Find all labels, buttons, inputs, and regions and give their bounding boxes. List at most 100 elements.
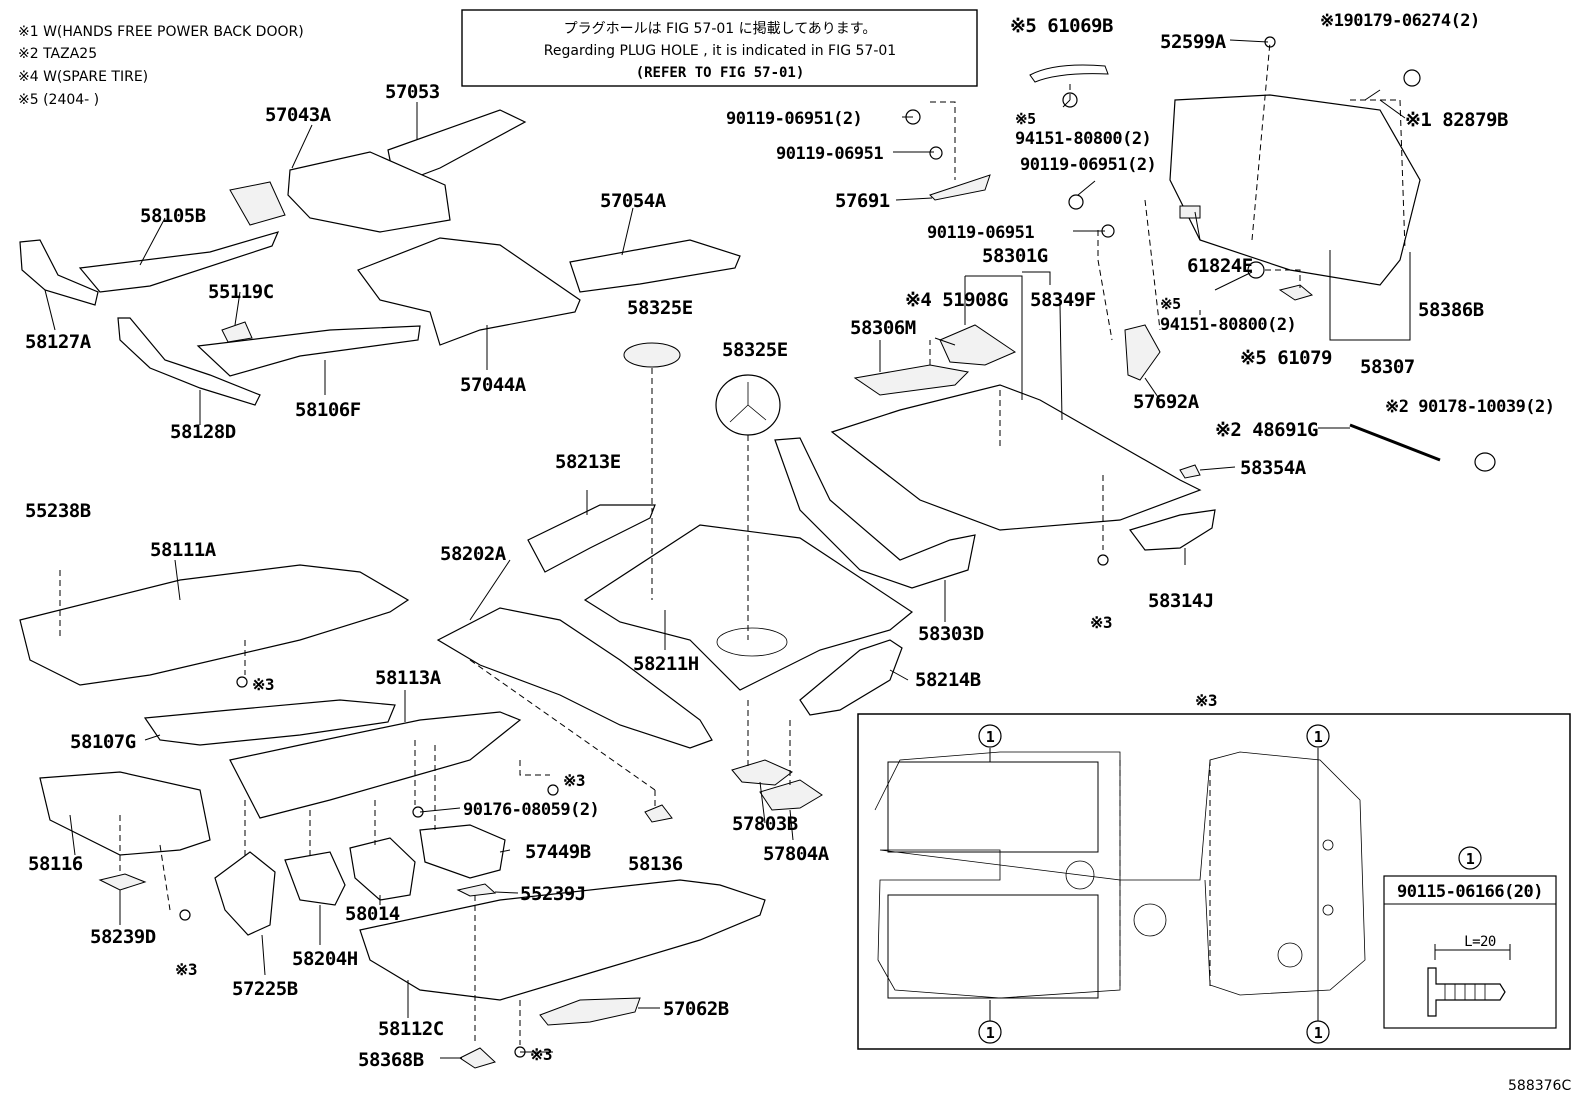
label-90179-06274: ※190179-06274(2) — [1320, 11, 1480, 31]
label-57691: 57691 — [835, 190, 890, 212]
label-58303d: 58303D — [918, 623, 984, 645]
label-58214b: 58214B — [915, 669, 981, 691]
label-61824e: 61824E — [1187, 255, 1253, 277]
ref3-mark: ※3 — [252, 675, 274, 694]
label-52599a: 52599A — [1160, 31, 1227, 53]
label-94151-80800-a: 94151-80800(2) — [1015, 129, 1151, 149]
marker-circle — [1306, 1020, 1330, 1044]
part-58112c — [359, 879, 766, 1001]
label-58127a: 58127A — [25, 331, 92, 353]
part-57804a — [759, 779, 823, 811]
fastener-marker-label: 1 — [1466, 850, 1475, 868]
part-57691 — [929, 174, 991, 201]
part-58325e-a — [623, 342, 681, 368]
part-58107g — [143, 699, 396, 746]
label-55239j: 55239J — [520, 883, 586, 905]
leader-lines — [44, 39, 1411, 1059]
part-57692a — [1124, 324, 1161, 381]
fastener-bolt-icon — [1427, 967, 1506, 1017]
label-90176-08059: 90176-08059(2) — [463, 800, 599, 820]
label-61079: ※5 61079 — [1240, 347, 1332, 369]
part-57803b — [731, 759, 793, 786]
label-58112c: 58112C — [378, 1018, 444, 1040]
part-58213e — [527, 504, 656, 573]
dashed-lines — [59, 80, 1406, 1045]
part-58127a — [19, 239, 99, 306]
label-58116: 58116 — [28, 853, 83, 875]
ref3-mark: ※3 — [1090, 613, 1112, 632]
label-58306m: 58306M — [850, 317, 916, 339]
marker-circle — [978, 1020, 1002, 1044]
part-58105b — [78, 231, 280, 293]
label-57054a: 57054A — [600, 190, 667, 212]
label-48691g: ※2 48691G — [1215, 419, 1318, 441]
label-58386b: 58386B — [1418, 299, 1484, 321]
part-58113a — [229, 711, 522, 819]
fastener-marker-circle — [1458, 846, 1482, 870]
label-61069b: ※5 61069B — [1010, 15, 1113, 37]
marker-circle-label: 1 — [1314, 728, 1323, 746]
label-57053: 57053 — [385, 81, 440, 103]
fastener-dimension: L=20 — [1464, 934, 1496, 950]
ref3-mark: ※3 — [175, 960, 197, 979]
bolt-90119-06951-2b — [1068, 194, 1084, 210]
part-48691g — [1349, 423, 1441, 462]
label-57043a: 57043A — [265, 104, 332, 126]
note-4: ※4 W(SPARE TIRE) — [18, 69, 148, 85]
part-57062b — [539, 997, 641, 1026]
part-57054a — [569, 239, 741, 293]
label-58354a: 58354A — [1240, 457, 1307, 479]
part-shapes — [19, 36, 1496, 1069]
part-58111a — [19, 564, 410, 686]
label-58106f: 58106F — [295, 399, 361, 421]
label-58111a: 58111A — [150, 539, 217, 561]
part-57044a — [357, 237, 581, 346]
bolt-ref3-a — [236, 676, 248, 688]
bolt-ref3-c — [547, 784, 559, 796]
label-90119-06951-a: 90119-06951 — [776, 144, 883, 164]
label-58239d: 58239D — [90, 926, 156, 948]
label-58202a: 58202A — [440, 543, 507, 565]
part-51908g — [939, 324, 1017, 366]
label-57803b: 57803B — [732, 813, 798, 835]
label-90119-06951-b: 90119-06951 — [927, 223, 1034, 243]
ref3-mark: ※3 — [563, 771, 585, 790]
label-58211h: 58211H — [633, 653, 699, 675]
part-labels: ※5 61069B 52599A ※190179-06274(2) 57053 … — [25, 11, 1555, 1071]
marker-circle-label: 1 — [986, 1024, 995, 1042]
marker-circle-label: 1 — [1314, 1024, 1323, 1042]
label-58325e-a: 58325E — [627, 297, 693, 319]
label-58325e-b: 58325E — [722, 339, 788, 361]
inset-hole-1 — [1065, 860, 1095, 890]
part-57225b — [214, 851, 276, 936]
label-58107g: 58107G — [70, 731, 136, 753]
part-58214b — [799, 639, 903, 716]
label-94151-80800-a-note: ※5 — [1015, 110, 1036, 128]
label-90178-10039: ※2 90178-10039(2) — [1385, 397, 1555, 417]
part-58202a — [436, 607, 713, 749]
label-58349f: 58349F — [1030, 289, 1096, 311]
inset-floor-dash — [1119, 760, 1211, 990]
label-57449b: 57449B — [525, 841, 591, 863]
fastener-part-number: 90115-06166(20) — [1397, 882, 1543, 902]
bolt-90119-06951-a — [929, 146, 943, 160]
label-58213e: 58213E — [555, 451, 621, 473]
figure-number: 588376C — [1508, 1078, 1571, 1094]
label-57225b: 57225B — [232, 978, 298, 1000]
label-58128d: 58128D — [170, 421, 236, 443]
part-58354a — [1179, 464, 1201, 479]
label-90119-06951-2a: 90119-06951(2) — [726, 109, 862, 129]
label-58314j: 58314J — [1148, 590, 1214, 612]
reference-line-1: プラグホールは FIG 57-01 に掲載してあります。 — [564, 21, 877, 37]
bolt-ref3-b — [1097, 554, 1109, 566]
reference-line-3: (REFER TO FIG 57-01) — [636, 65, 805, 81]
inset-hole-3 — [1277, 942, 1303, 968]
part-61069b — [1029, 64, 1109, 83]
label-57062b: 57062B — [663, 998, 729, 1020]
part-55239j — [456, 883, 497, 897]
part-58301g — [830, 384, 1202, 531]
reference-frame — [461, 9, 978, 87]
marker-circle — [1306, 724, 1330, 748]
part-90178-10039 — [1474, 452, 1496, 472]
